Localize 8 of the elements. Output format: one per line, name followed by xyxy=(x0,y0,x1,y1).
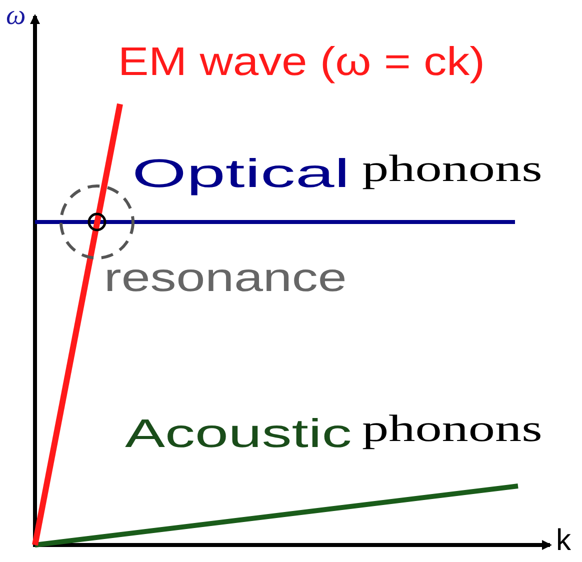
axis-label: k xyxy=(556,526,571,556)
axis-label: ω xyxy=(6,2,26,30)
annotation-label: resonance xyxy=(104,258,347,298)
curve-label: Optical xyxy=(132,154,350,194)
curve-label: phonons xyxy=(362,410,542,448)
curve-label: EM wave (ω = ck) xyxy=(118,42,485,82)
curve-label: Acoustic xyxy=(125,414,352,454)
curve-label: phonons xyxy=(362,150,542,188)
